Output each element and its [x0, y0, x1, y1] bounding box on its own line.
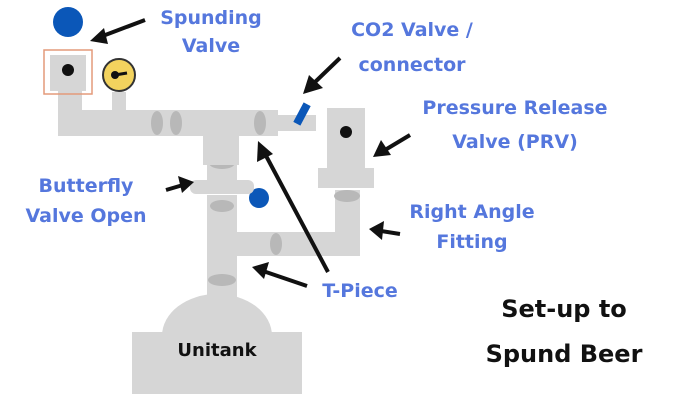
label-co2-line1: CO2 Valve /	[351, 19, 473, 41]
label-right-angle-line1: Right Angle	[409, 201, 534, 223]
arrow-t-piece-lower-head	[252, 262, 269, 279]
title-line1: Set-up to	[501, 295, 627, 323]
co2-connector	[276, 102, 316, 131]
lower-vertical-pipe	[207, 195, 237, 305]
right-angle-joint	[334, 190, 360, 202]
labels: Spunding Valve CO2 Valve / connector Pre…	[25, 7, 607, 302]
label-butterfly-line1: Butterfly	[39, 175, 135, 197]
unitank-body	[132, 332, 302, 394]
prv-base	[318, 168, 374, 188]
t-piece-branch	[235, 188, 295, 256]
spunding-outline	[43, 49, 93, 95]
label-right-angle-line2: Fitting	[436, 231, 507, 253]
arrow-t-piece-upper	[262, 151, 330, 273]
arrow-spunding-head	[90, 28, 108, 44]
title-line2: Spund Beer	[486, 340, 643, 368]
arrow-right-angle-head	[369, 221, 384, 240]
arrow-co2-head	[303, 75, 323, 94]
unitank: Unitank	[132, 294, 302, 394]
label-spunding-line2: Valve	[182, 35, 240, 57]
t-branch-joint	[270, 233, 282, 255]
upper-joint	[210, 200, 234, 212]
label-prv-line2: Valve (PRV)	[452, 131, 578, 153]
co2-lever	[293, 102, 311, 126]
pressure-release-valve	[318, 108, 374, 188]
label-prv-line1: Pressure Release	[422, 97, 607, 119]
gauge-stem	[112, 92, 126, 112]
top-joint-co2	[254, 111, 266, 135]
label-butterfly-line2: Valve Open	[25, 205, 146, 227]
arrow-butterfly-head	[178, 176, 194, 193]
butterfly-disc	[190, 180, 254, 194]
spunding-dot	[62, 64, 74, 76]
arrows	[90, 18, 412, 288]
t-branch	[235, 232, 295, 256]
unitank-label: Unitank	[177, 340, 257, 361]
spunding-valve	[43, 7, 136, 118]
diagram-title: Set-up to Spund Beer	[486, 295, 643, 368]
lower-joint	[208, 274, 236, 286]
arrow-right-angle	[380, 229, 401, 236]
top-tee-drop	[203, 110, 239, 165]
spunding-knob	[53, 7, 83, 37]
label-t-piece: T-Piece	[322, 280, 398, 302]
right-angle-fitting	[290, 190, 360, 256]
arrow-prv-head	[373, 140, 391, 157]
arrow-prv	[383, 133, 412, 152]
arrow-co2	[311, 56, 342, 86]
top-joint-left	[151, 111, 163, 135]
arrow-t-piece-lower	[262, 269, 308, 288]
valve-knob-blue	[249, 188, 269, 208]
top-joint-right	[170, 111, 182, 135]
label-co2-line2: connector	[358, 54, 466, 76]
butterfly-valve	[190, 157, 254, 194]
label-spunding-line1: Spunding	[160, 7, 262, 29]
top-pipe	[58, 110, 278, 165]
lower-pipe	[207, 195, 237, 305]
gauge-needle	[114, 71, 128, 77]
prv-body	[327, 108, 365, 170]
arrow-butterfly	[165, 183, 184, 192]
top-horizontal-pipe	[58, 110, 278, 136]
arrow-spunding	[99, 18, 146, 39]
arrow-t-piece-upper-head	[257, 141, 273, 162]
prv-dot	[340, 126, 352, 138]
